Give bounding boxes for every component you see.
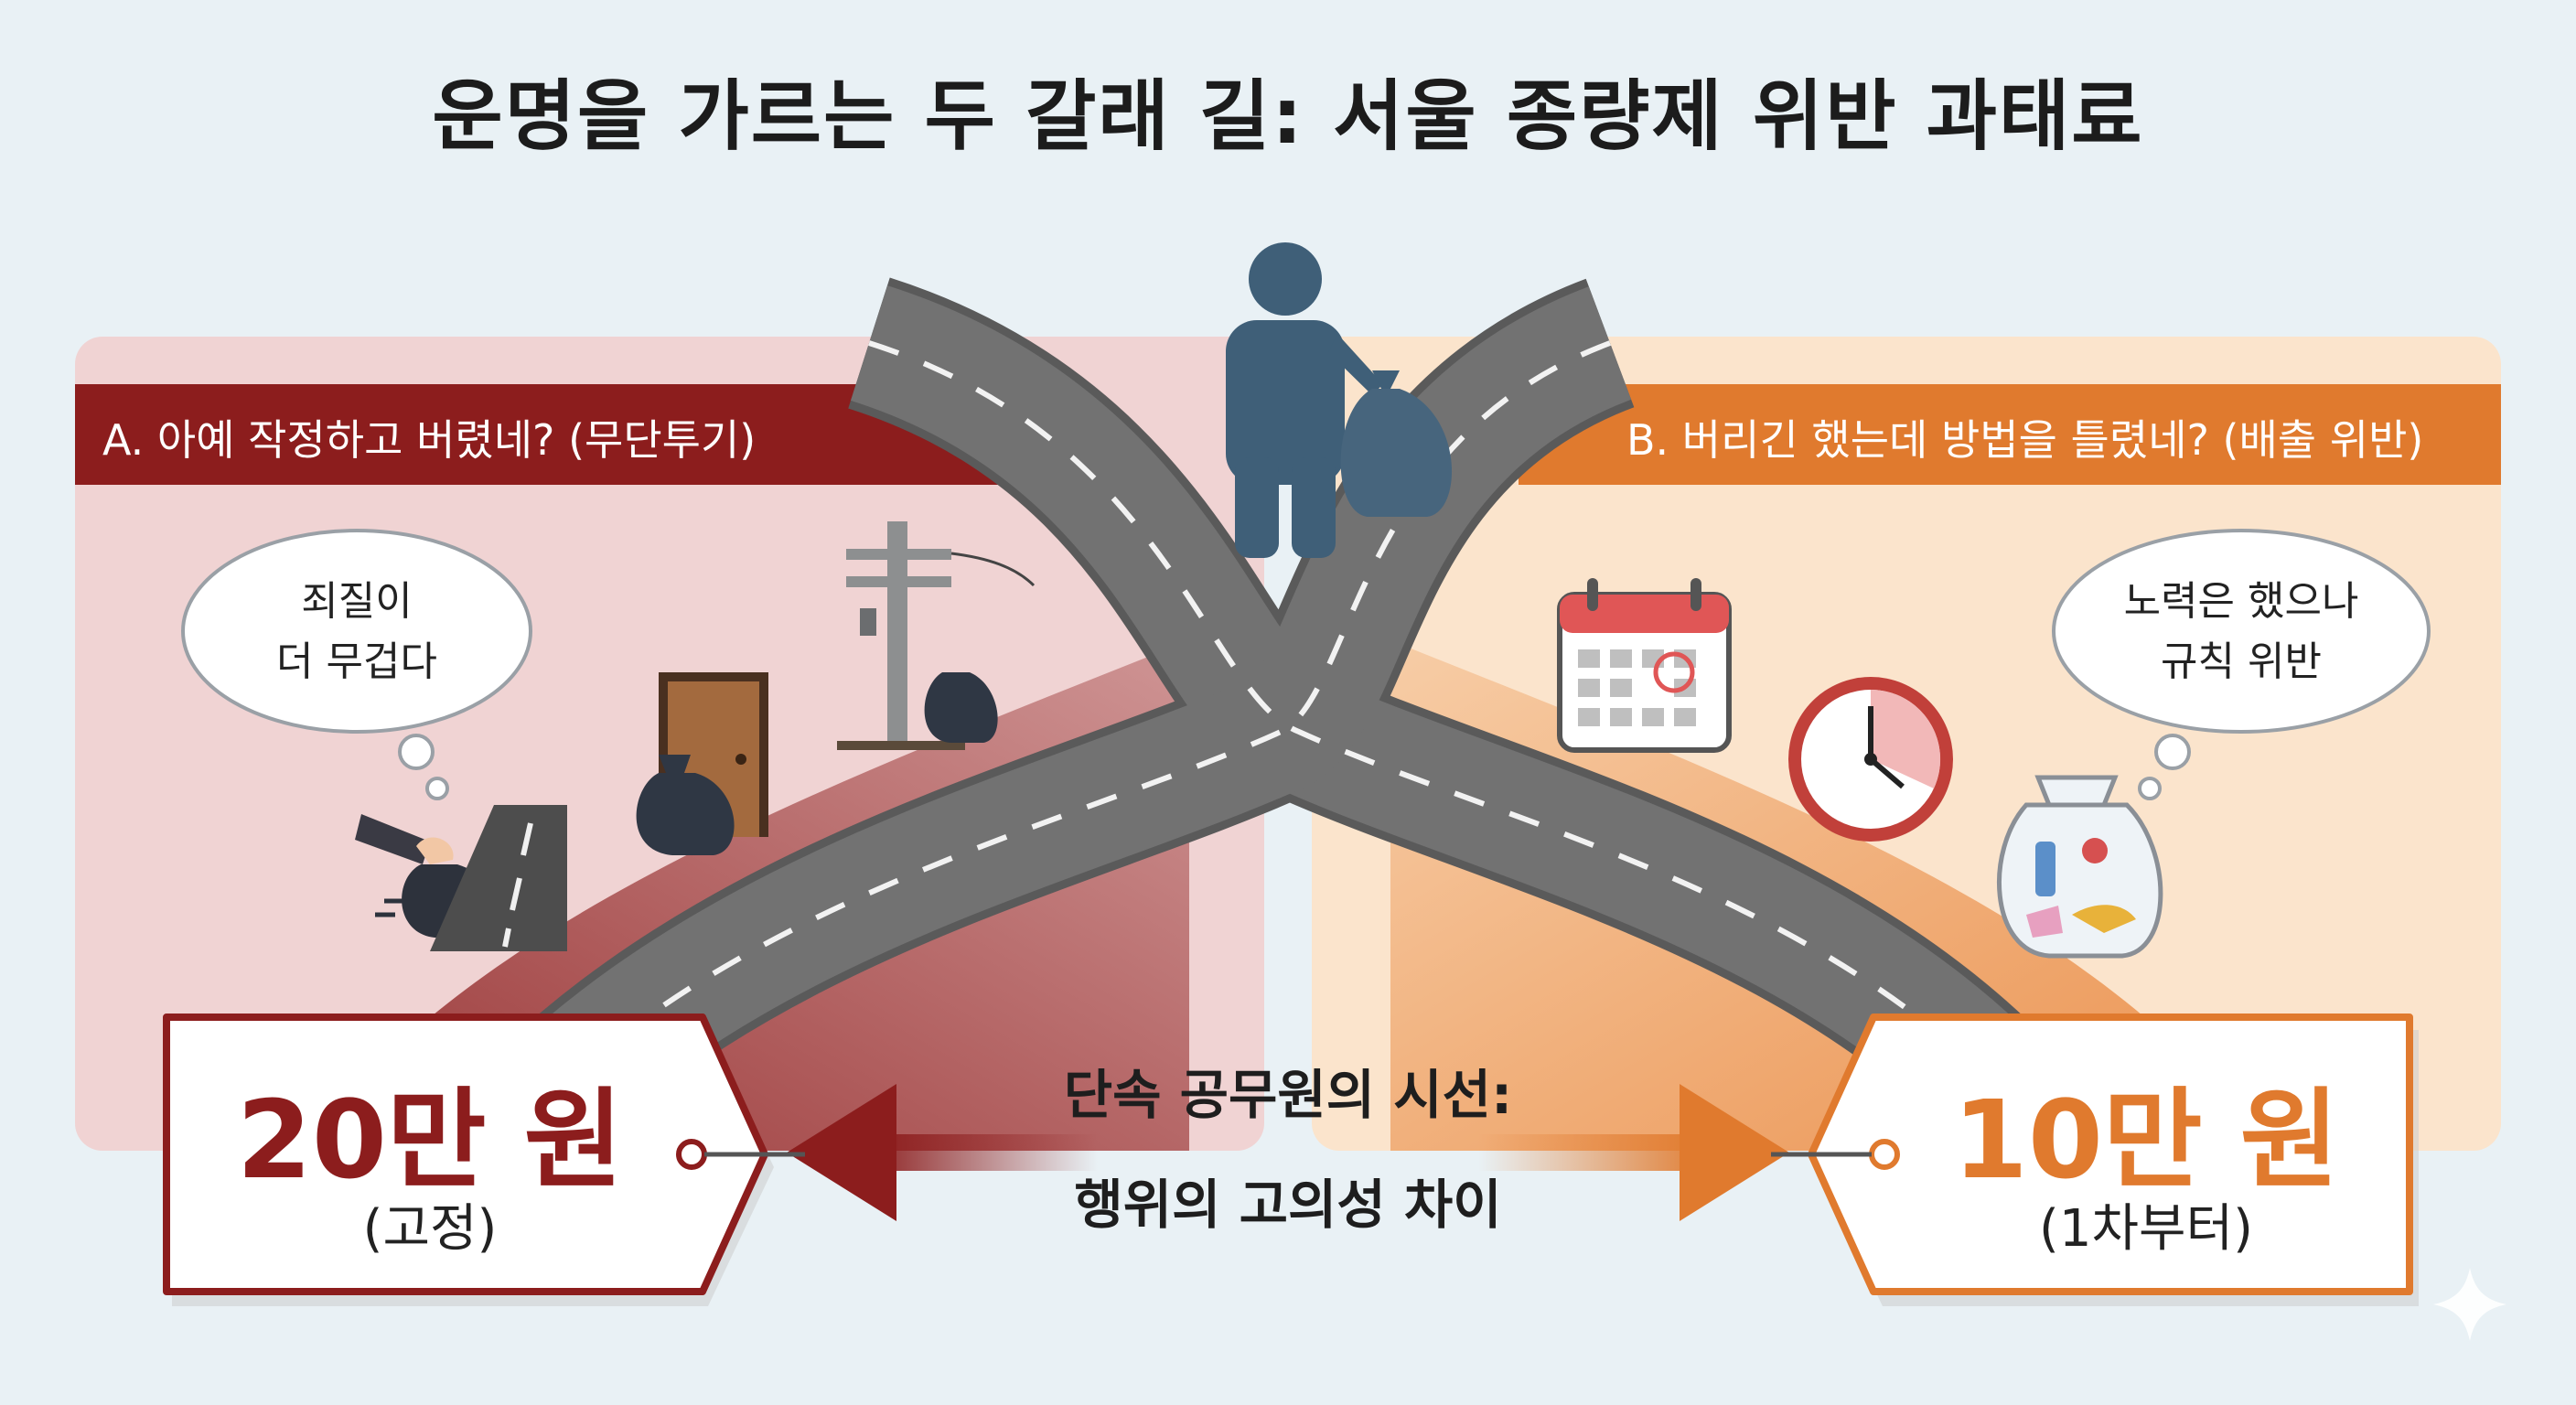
left-price-tag: [163, 1014, 805, 1306]
calendar-icon: [1557, 578, 1732, 753]
left-thought-bubble: [181, 529, 532, 800]
double-headed-arrow: [787, 1084, 1789, 1221]
person-with-trash-bag-icon: [1226, 242, 1453, 558]
left-thought-line1: 죄질이: [301, 578, 413, 625]
clock-icon: [1788, 677, 1953, 842]
left-fine-note: (고정): [362, 1199, 498, 1259]
right-thought-line1: 노력은 했으나: [2123, 578, 2359, 625]
right-fine-amount: 10만 원: [1952, 1077, 2340, 1203]
left-banner-text: A. 아예 작정하고 버렸네? (무단투기): [102, 415, 757, 465]
left-fine-amount: 20만 원: [236, 1077, 624, 1203]
center-caption-line1: 단속 공무원의 시선:: [1063, 1064, 1513, 1126]
right-fine-note: (1차부터): [2039, 1199, 2253, 1259]
right-thought-bubble: [2052, 529, 2431, 800]
right-banner: [1519, 384, 2501, 485]
left-thought-text: 죄질이 더 무겁다: [201, 572, 512, 692]
trash-bag-icon: [636, 755, 735, 855]
right-thought-line2: 규칙 위반: [2161, 638, 2322, 685]
right-price-tag: [1771, 1014, 2419, 1306]
small-road-icon: [430, 805, 567, 951]
page-title: 운명을 가르는 두 갈래 길: 서울 종량제 위반 과태료: [432, 71, 2144, 161]
center-caption-line2: 행위의 고의성 차이: [1074, 1174, 1502, 1236]
clear-trash-bag-icon: [1996, 775, 2163, 959]
left-thought-line2: 더 무겁다: [276, 638, 437, 685]
right-thought-text: 노력은 했으나 규칙 위반: [2067, 572, 2415, 692]
utility-pole-icon: [837, 521, 1036, 750]
sparkle-icon: [2433, 1268, 2506, 1341]
right-banner-text: B. 버리긴 했는데 방법을 틀렸네? (배출 위반): [1626, 415, 2424, 465]
